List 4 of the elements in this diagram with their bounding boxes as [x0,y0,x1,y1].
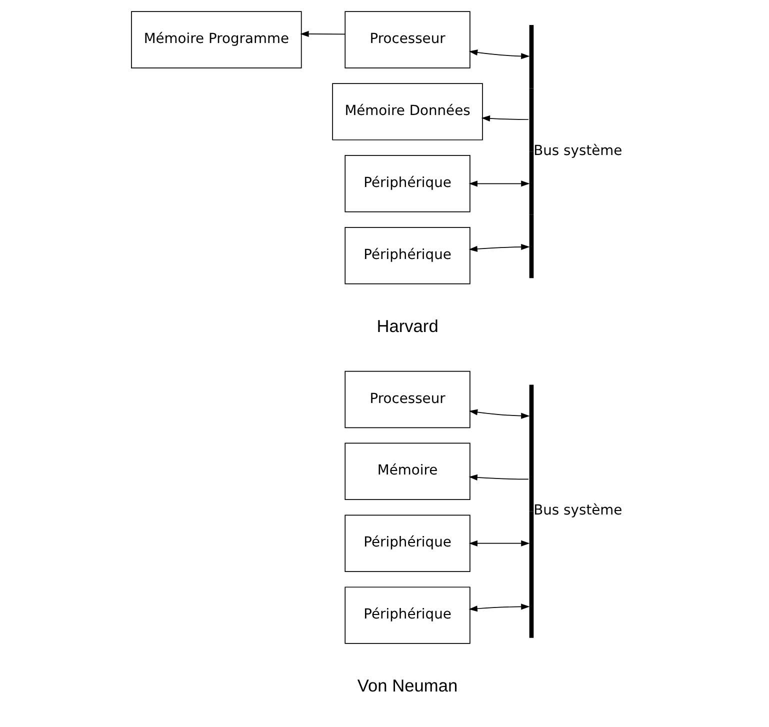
node-label: Bus système [533,142,622,159]
node-label: Bus système [533,502,622,519]
label: Harvard [376,316,438,336]
label: Von Neuman [356,676,458,696]
